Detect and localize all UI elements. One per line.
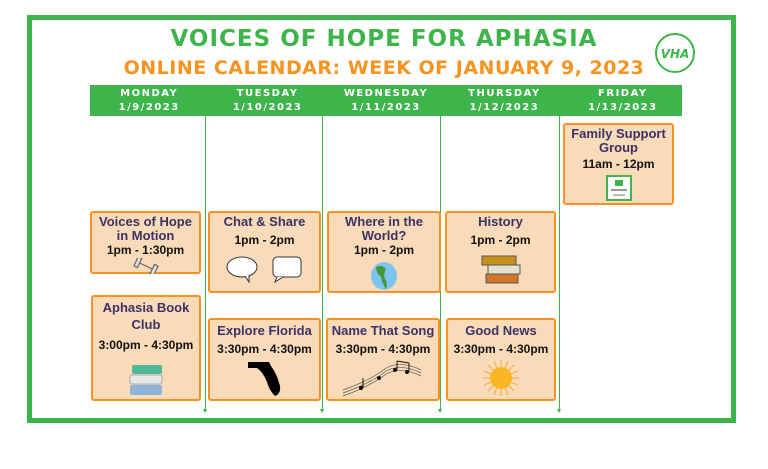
event-title: Voices of Hope in Motion: [99, 214, 192, 243]
event-time: 3:00pm - 4:30pm: [98, 338, 194, 352]
event-card[interactable]: Name That Song 3:30pm - 4:30pm: [326, 318, 440, 401]
music-notes-icon: [342, 360, 422, 397]
event-title: Name That Song: [331, 323, 435, 338]
day-thursday: THURSDAY 1/12/2023: [445, 85, 563, 116]
event-time: 3:30pm - 4:30pm: [453, 342, 549, 356]
event-card[interactable]: Aphasia Book Club 3:00pm - 4:30pm: [91, 295, 201, 401]
event-card[interactable]: Where in the World? 1pm - 2pm: [327, 211, 441, 293]
event-card[interactable]: Voices of Hope in Motion 1pm - 1:30pm: [90, 211, 201, 274]
flyer-icon: [605, 175, 632, 201]
day-name: THURSDAY: [468, 88, 541, 99]
event-card[interactable]: History 1pm - 2pm: [445, 211, 556, 293]
event-title: History: [478, 214, 523, 229]
day-date: 1/12/2023: [469, 102, 540, 113]
day-friday: FRIDAY 1/13/2023: [564, 85, 682, 116]
column-divider: [557, 116, 561, 413]
day-monday: MONDAY 1/9/2023: [90, 85, 208, 116]
page-title: VOICES OF HOPE FOR APHASIA: [170, 26, 598, 52]
day-date: 1/9/2023: [118, 102, 180, 113]
event-time: 1pm - 1:30pm: [106, 243, 185, 257]
day-name: FRIDAY: [598, 88, 648, 99]
florida-icon: [247, 362, 280, 396]
event-title: Family Support Group: [571, 126, 666, 155]
calendar-frame: [27, 15, 736, 423]
books-stack-icon: [129, 365, 163, 395]
event-title: Explore Florida: [217, 323, 312, 338]
event-title: Chat & Share: [223, 214, 306, 229]
day-name: MONDAY: [120, 88, 179, 99]
event-card[interactable]: Family Support Group 11am - 12pm: [563, 123, 674, 205]
day-header: MONDAY 1/9/2023 TUESDAY 1/10/2023 WEDNESDA…: [90, 85, 682, 116]
event-card[interactable]: Chat & Share 1pm - 2pm: [208, 211, 321, 293]
event-title: Where in the World?: [344, 214, 423, 243]
event-card[interactable]: Explore Florida 3:30pm - 4:30pm: [208, 318, 321, 401]
event-time: 1pm - 2pm: [234, 233, 295, 247]
column-divider: [320, 116, 324, 413]
event-time: 3:30pm - 4:30pm: [335, 342, 431, 356]
day-name: WEDNESDAY: [343, 88, 429, 99]
day-date: 1/13/2023: [588, 102, 658, 113]
day-date: 1/11/2023: [351, 102, 421, 113]
day-name: TUESDAY: [236, 88, 299, 99]
event-card[interactable]: Good News 3:30pm - 4:30pm: [446, 318, 556, 401]
event-title: Aphasia Book Club: [102, 300, 190, 332]
speech-bubbles-icon: [226, 256, 301, 283]
day-wednesday: WEDNESDAY 1/11/2023: [327, 85, 445, 116]
day-tuesday: TUESDAY 1/10/2023: [208, 85, 326, 116]
vha-logo: VHA: [655, 33, 695, 73]
page-subtitle: ONLINE CALENDAR: WEEK OF JANUARY 9, 2023: [123, 57, 645, 79]
day-date: 1/10/2023: [232, 102, 303, 113]
dumbbell-icon: [132, 258, 159, 274]
globe-icon: [371, 262, 397, 290]
column-divider: [203, 116, 207, 413]
sun-icon: [483, 360, 519, 396]
event-time: 1pm - 2pm: [353, 243, 414, 257]
event-title: Good News: [465, 323, 537, 338]
event-time: 11am - 12pm: [582, 157, 655, 171]
event-time: 3:30pm - 4:30pm: [217, 342, 312, 356]
event-time: 1pm - 2pm: [470, 233, 531, 247]
books-icon: [481, 255, 520, 284]
